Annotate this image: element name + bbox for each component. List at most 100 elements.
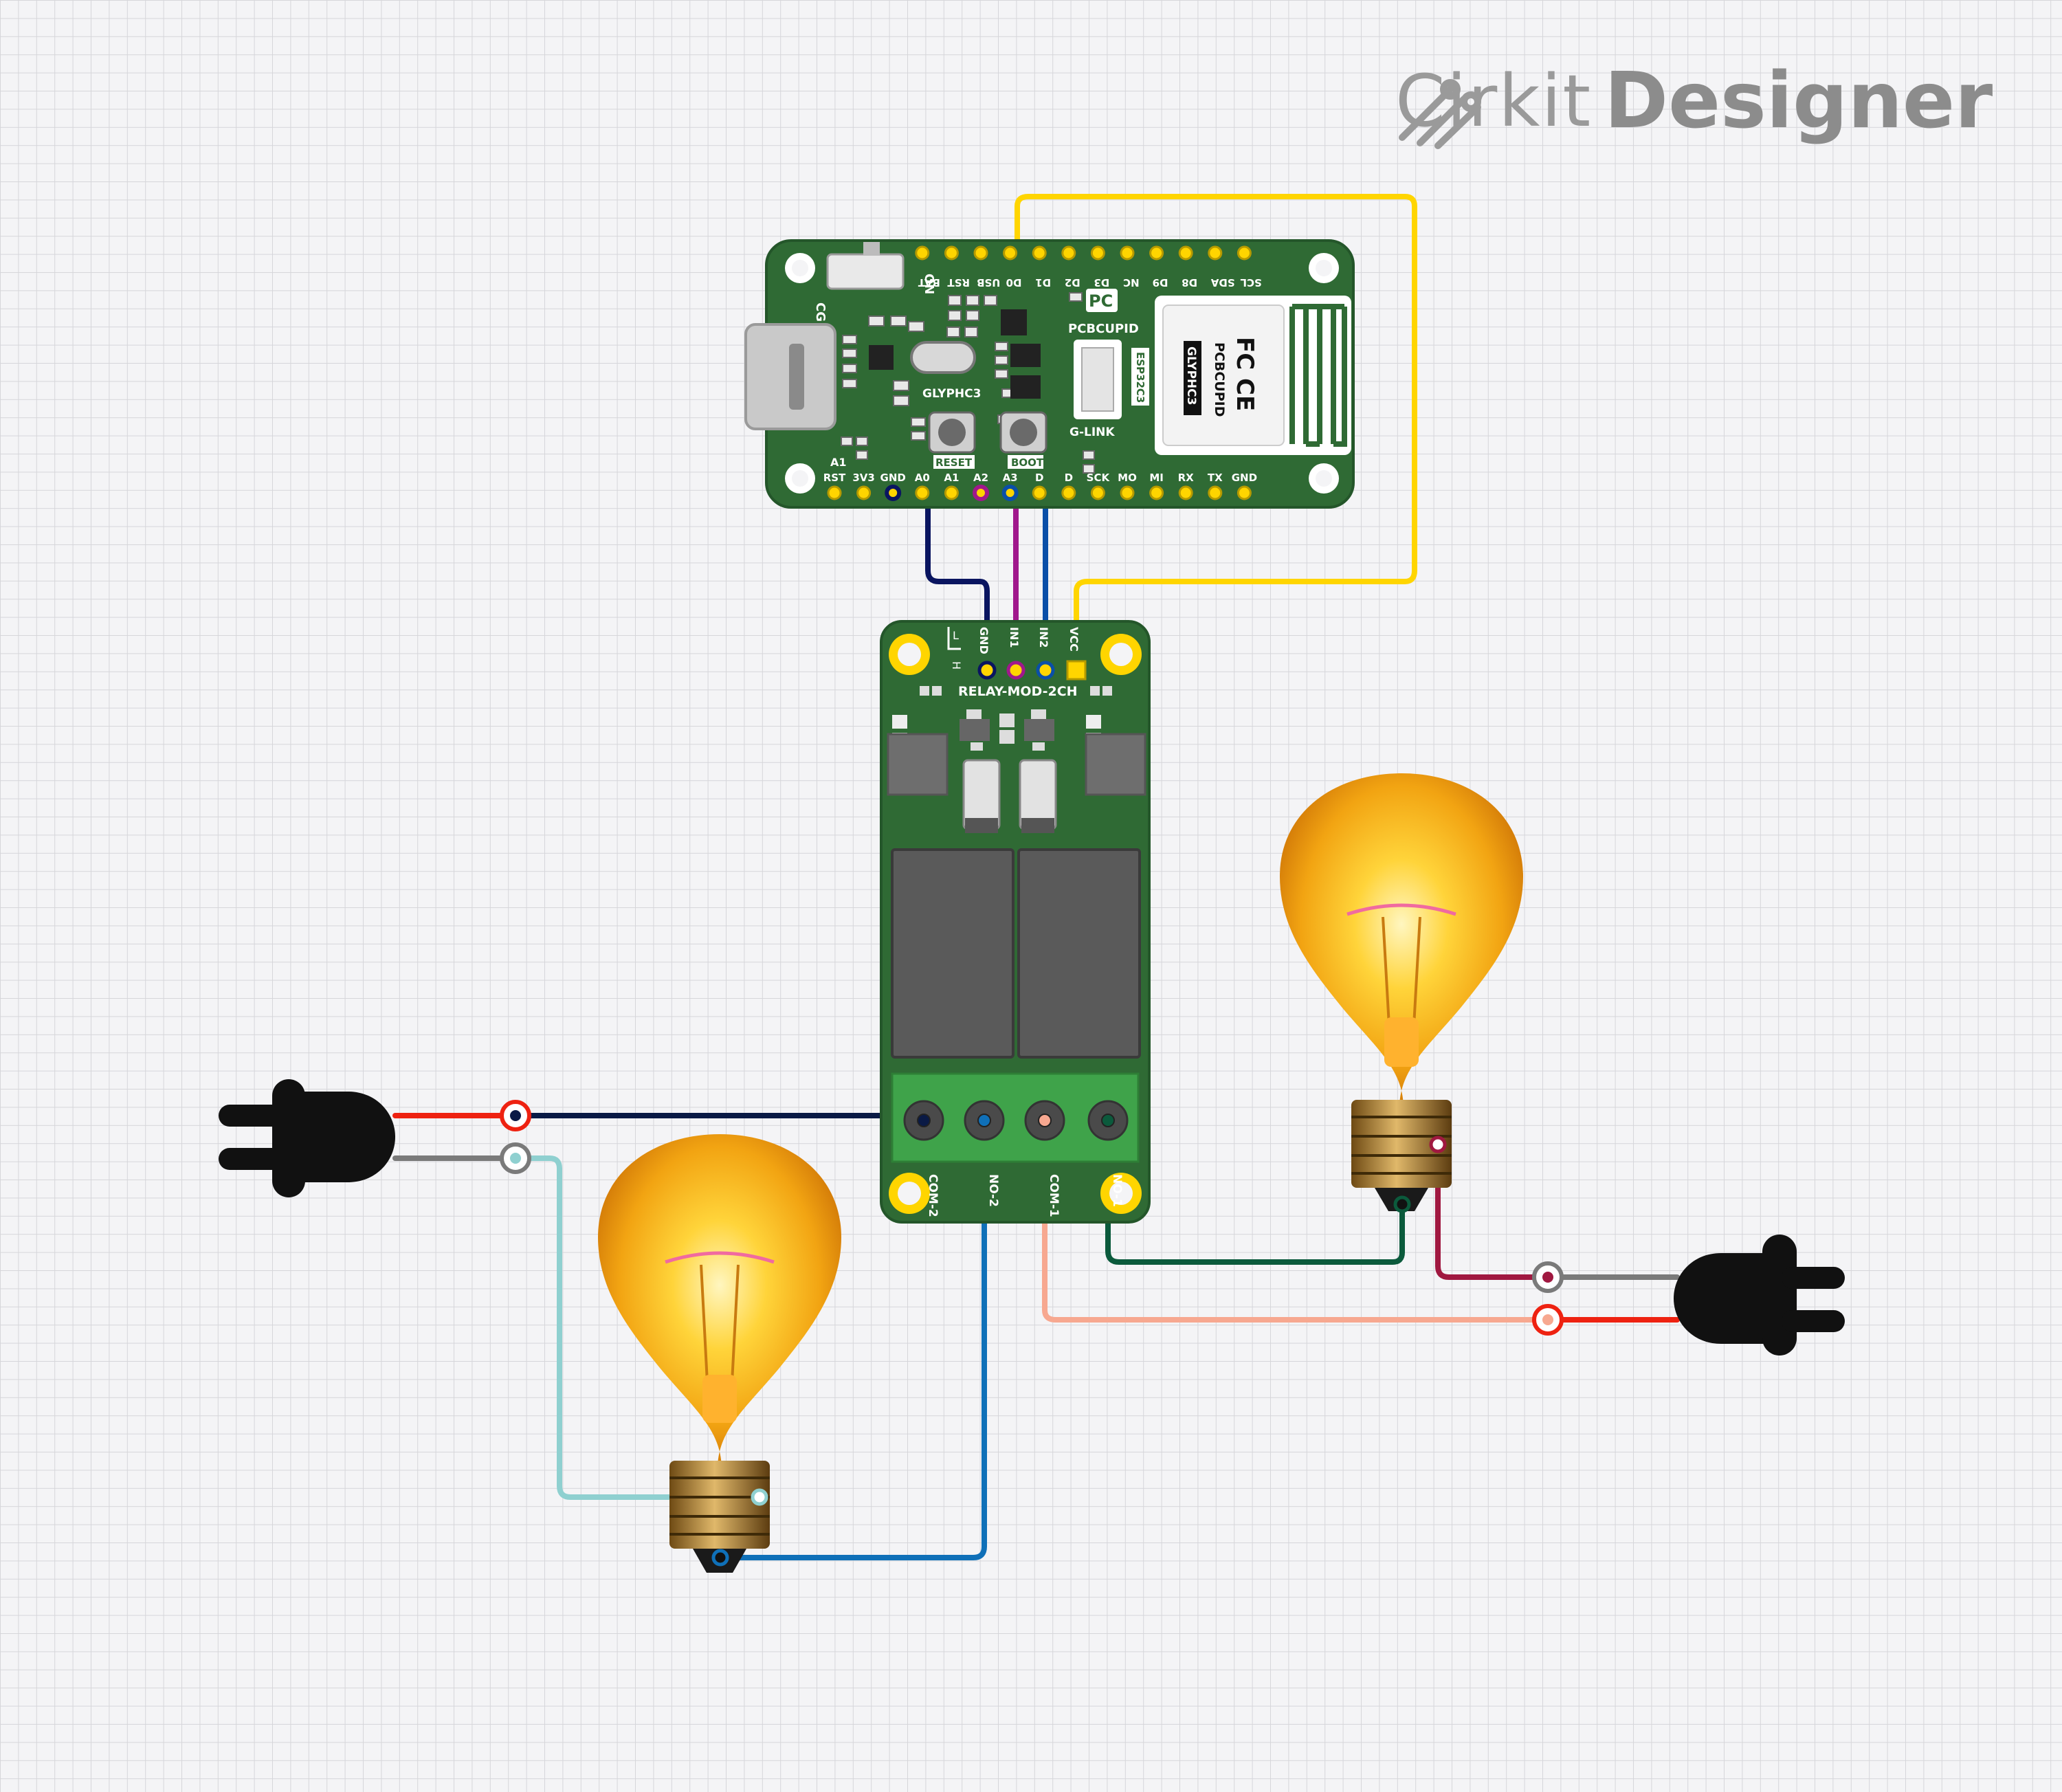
- mcu-top-pin-label: D1: [1035, 276, 1051, 289]
- boot-button[interactable]: [999, 411, 1047, 454]
- mcu-bottom-pin-label: SCK: [1087, 472, 1111, 484]
- mcu-bottom-pin-rst[interactable]: [827, 485, 842, 500]
- mcu-bottom-pin-label: GND: [880, 472, 906, 484]
- brand-label: PCBCUPID: [1068, 322, 1139, 336]
- mcu-bottom-pin-rx[interactable]: [1178, 485, 1193, 500]
- module-ce: CE: [1231, 378, 1259, 411]
- microcontroller-board[interactable]: ON CG GLYPHC3: [744, 239, 1355, 509]
- mcu-top-pin-rst[interactable]: [944, 245, 959, 261]
- relay-1: [1017, 848, 1141, 1059]
- mcu-bottom-pin-mi[interactable]: [1149, 485, 1164, 500]
- wire-gnd[interactable]: [925, 489, 990, 673]
- mcu-top-pin-d3[interactable]: [1090, 245, 1105, 261]
- brand-word-2: Designer: [1604, 56, 1993, 146]
- wire-bulb2-to-plug2[interactable]: [1435, 1142, 1551, 1280]
- glink-label: G-LINK: [1069, 425, 1115, 439]
- mcu-top-pin-d9[interactable]: [1149, 245, 1164, 261]
- mcu-bottom-pin-label: RX: [1178, 472, 1195, 484]
- plug-prong: [1782, 1310, 1845, 1332]
- cg-label: CG: [813, 302, 828, 322]
- bulb1-terminal-tip[interactable]: [711, 1549, 729, 1567]
- brand-word-1: Cirkit: [1395, 59, 1593, 143]
- jumper-l: L: [953, 629, 959, 642]
- mcu-top-pin-label: BAT: [918, 276, 940, 289]
- brand-logo: Cirkit Designer: [1395, 56, 1993, 146]
- light-bulb-1[interactable]: [598, 1134, 841, 1573]
- pin-label-in1: IN1: [1008, 627, 1021, 648]
- mcu-top-pin-label: SCL: [1240, 276, 1262, 289]
- mcu-bottom-pin-label: GND: [1232, 472, 1257, 484]
- mcu-bottom-pin-a2[interactable]: [973, 485, 989, 501]
- power-plug-1[interactable]: [219, 1079, 531, 1197]
- wire-plug1-to-bulb1[interactable]: [513, 1155, 762, 1500]
- mcu-top-pin-usb[interactable]: [973, 245, 988, 261]
- bulb2-terminal-base[interactable]: [1429, 1136, 1447, 1153]
- mcu-top-pin-d1[interactable]: [1032, 245, 1047, 261]
- terminal-screw: [977, 1114, 991, 1127]
- bulb-glass: [598, 1134, 841, 1470]
- mcu-bottom-pin-d[interactable]: [1061, 485, 1076, 500]
- relay-module[interactable]: L H GND IN1 IN2 VCC RELAY-MOD-2CH: [880, 620, 1151, 1224]
- mcu-bottom-pin-gnd[interactable]: [885, 485, 902, 501]
- switch-label: ON: [922, 274, 936, 294]
- bulb-base: [1351, 1100, 1452, 1188]
- mcu-bottom-pin-3v3[interactable]: [856, 485, 872, 500]
- mcu-bottom-pin-a1[interactable]: [944, 485, 959, 500]
- mcu-bottom-pin-label: D: [1035, 472, 1043, 484]
- pin-label-in2: IN2: [1037, 627, 1050, 648]
- relay-pin-gnd[interactable]: [977, 661, 997, 680]
- terminal-screw: [917, 1114, 931, 1127]
- mcu-top-pin-d2[interactable]: [1061, 245, 1076, 261]
- wire-no1-to-bulb2[interactable]: [1105, 1120, 1405, 1265]
- mcu-top-pin-bat[interactable]: [915, 245, 930, 261]
- mcu-bottom-pin-a3[interactable]: [1001, 485, 1019, 501]
- crystal: [910, 341, 976, 374]
- relay-pin-in2[interactable]: [1036, 661, 1055, 680]
- mcu-top-pin-label: D9: [1153, 276, 1168, 289]
- mcu-bottom-pin-label: A0: [915, 472, 930, 484]
- plug-prong: [219, 1105, 286, 1127]
- relay-pin-in1[interactable]: [1006, 661, 1026, 680]
- mcu-top-pin-label: D2: [1065, 276, 1080, 289]
- relay-2: [891, 848, 1015, 1059]
- mcu-bottom-pin-label: A1: [944, 472, 959, 484]
- relay-title: RELAY-MOD-2CH: [958, 684, 1078, 699]
- boot-label: BOOT: [1011, 456, 1044, 469]
- mcu-top-pin-d8[interactable]: [1178, 245, 1193, 261]
- terminal-label: COM-1: [1047, 1174, 1061, 1217]
- plug-body: [1674, 1253, 1773, 1344]
- mcu-bottom-pin-gnd[interactable]: [1237, 485, 1252, 500]
- plug-prong: [219, 1148, 286, 1170]
- mcu-bottom-pin-mo[interactable]: [1120, 485, 1135, 500]
- mcu-top-pin-label: NC: [1123, 276, 1140, 289]
- power-plug-2[interactable]: [1532, 1235, 1845, 1356]
- terminal-label: NO-2: [986, 1174, 1000, 1207]
- terminal-label: NO-1: [1110, 1174, 1124, 1207]
- antenna-trace: [1289, 304, 1347, 447]
- mcu-top-pin-label: SDA: [1210, 276, 1234, 289]
- mcu-bottom-pin-label: A2: [973, 472, 988, 484]
- wire-no2-to-bulb1[interactable]: [718, 1120, 987, 1560]
- chip-label: GLYPHC3: [922, 387, 981, 401]
- mcu-top-pin-label: D3: [1094, 276, 1109, 289]
- light-bulb-2[interactable]: [1280, 773, 1523, 1213]
- mcu-bottom-pin-sck[interactable]: [1090, 485, 1105, 500]
- mcu-top-pin-label: USB: [977, 276, 1000, 289]
- mcu-bottom-pin-tx[interactable]: [1208, 485, 1223, 500]
- bulb1-terminal-base[interactable]: [751, 1488, 768, 1506]
- mcu-bottom-pin-a0[interactable]: [915, 485, 930, 500]
- wire-usb-vcc[interactable]: [1015, 194, 1417, 673]
- power-switch[interactable]: [826, 253, 905, 290]
- relay-pin-vcc[interactable]: [1066, 660, 1087, 681]
- mcu-top-pin-nc[interactable]: [1120, 245, 1135, 261]
- bulb2-terminal-tip[interactable]: [1393, 1195, 1411, 1213]
- wire-com1-to-plug2[interactable]: [1042, 1120, 1551, 1323]
- mcu-top-pin-d0[interactable]: [1003, 245, 1018, 261]
- mcu-bottom-pin-d[interactable]: [1032, 485, 1047, 500]
- mcu-top-pin-sda[interactable]: [1208, 245, 1223, 261]
- smd-components: [841, 292, 1095, 474]
- mcu-bottom-pin-label: 3V3: [852, 472, 874, 484]
- terminal-screw: [1038, 1114, 1052, 1127]
- mcu-top-pin-scl[interactable]: [1237, 245, 1252, 261]
- reset-button[interactable]: [928, 411, 976, 454]
